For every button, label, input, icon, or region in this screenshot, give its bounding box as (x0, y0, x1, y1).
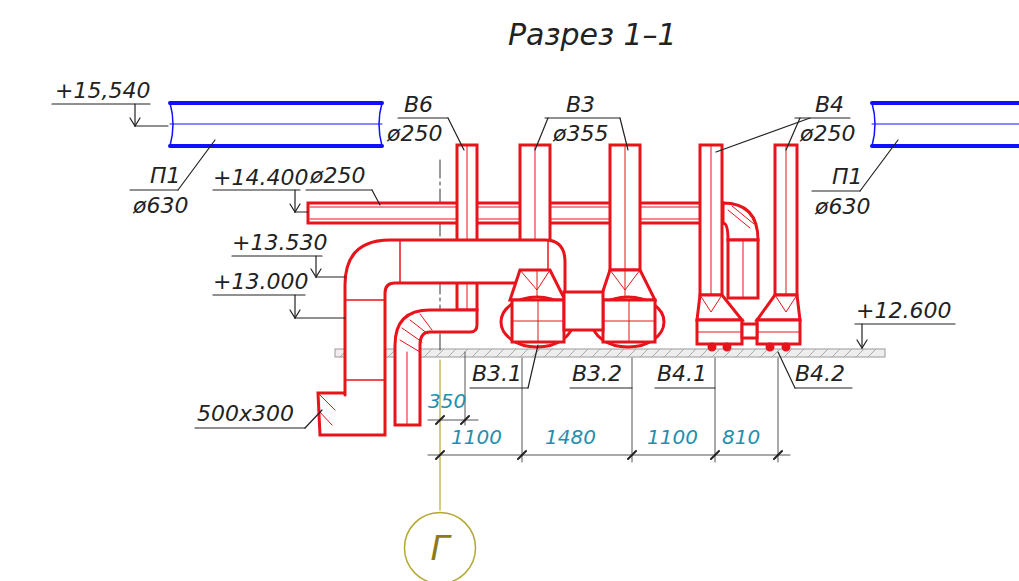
dimension: 1100 (647, 426, 698, 449)
fan-name: В4.1 (657, 361, 707, 386)
fan-name: В4 (815, 92, 844, 117)
duct-name: П1 (832, 164, 863, 189)
duct-size: ø250 (800, 121, 855, 146)
level-mark: +13.000 (213, 269, 308, 294)
section-title: Разрез 1–1 (508, 18, 677, 53)
duct-size: 500x300 (197, 401, 294, 426)
dimension-lines (428, 352, 790, 462)
dimension: 1100 (451, 426, 502, 449)
exhaust-ducts (308, 145, 800, 435)
axis-bubble: Г (403, 511, 477, 581)
duct-size: ø250 (310, 163, 365, 188)
duct-size: ø630 (133, 193, 188, 218)
duct-size: ø355 (553, 121, 608, 146)
dimension: 1480 (545, 426, 596, 449)
axis-letter: Г (431, 531, 450, 565)
level-mark: +15,540 (55, 78, 150, 103)
level-mark: +13.530 (232, 230, 327, 255)
duct-name: П1 (150, 163, 181, 188)
fan-name: В4.2 (795, 361, 845, 386)
fan-name: В3.2 (572, 361, 622, 386)
fan-name: В6 (404, 92, 433, 117)
fan-name: В3.1 (472, 361, 522, 386)
duct-size: ø630 (815, 194, 870, 219)
dimension: 810 (722, 426, 760, 449)
level-mark: +14.400 (213, 165, 308, 190)
duct-size: ø250 (387, 121, 442, 146)
axis-line (439, 360, 440, 510)
axis-circle (405, 513, 476, 581)
dimension: 350 (428, 390, 466, 413)
level-mark: +12.600 (856, 298, 951, 323)
leader-lines (52, 104, 955, 428)
fan-name: В3 (566, 92, 595, 117)
